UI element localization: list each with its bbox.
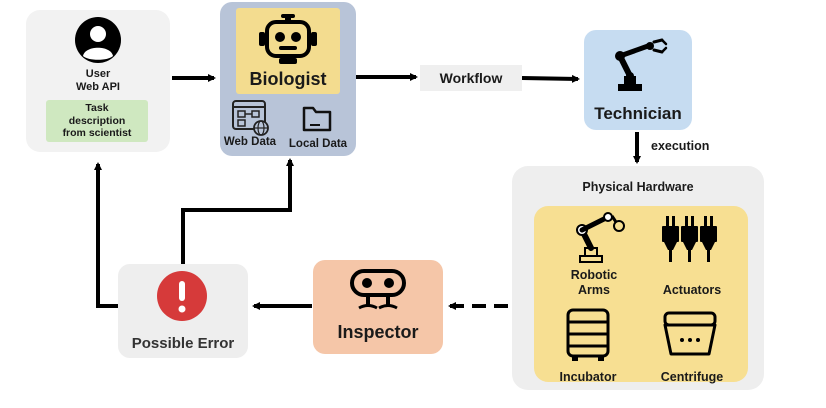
folder-icon: [302, 106, 332, 132]
robotic-arms-icon: [576, 212, 625, 263]
workflow-label: Workflow: [439, 70, 503, 86]
web-data-label: Web Data: [223, 136, 277, 148]
error-icon: [157, 271, 207, 321]
biologist-card: Biologist Web Data Local Data: [220, 2, 356, 156]
incubator-label: Incubator: [559, 370, 617, 384]
workflow-box: Workflow: [420, 65, 522, 91]
execution-label: execution: [651, 139, 710, 153]
arrow-workflow-to-technician: [521, 74, 580, 83]
arrow-error-to-user: [94, 162, 122, 308]
hardware-inner: Robotic Arms Actuators: [534, 206, 748, 384]
user-card: User Web API Task description from scien…: [26, 10, 170, 152]
technician-card: Technician: [584, 30, 692, 130]
web-data-icon: [232, 100, 269, 136]
task-description-label: Task description from scientist: [62, 102, 132, 139]
inspector-card: Inspector: [313, 260, 443, 354]
centrifuge-icon: [663, 311, 717, 356]
local-data-label: Local Data: [288, 138, 348, 150]
possible-error-title: Possible Error: [131, 335, 235, 352]
task-description-box: Task description from scientist: [46, 100, 148, 142]
biologist-title: Biologist: [249, 69, 327, 89]
hardware-title: Physical Hardware: [582, 180, 694, 194]
actuators-icon: [662, 216, 717, 262]
robotic-arms-label: Robotic Arms: [570, 268, 618, 297]
inspector-robot-icon: [350, 269, 406, 310]
user-label: User Web API: [75, 68, 120, 93]
hardware-card: Physical Hardware Robotic Arms: [512, 166, 764, 390]
actuators-label: Actuators: [662, 283, 722, 297]
inspector-title: Inspector: [337, 322, 419, 342]
robotic-arm-icon: [615, 38, 668, 91]
arrow-error-to-biologist: [181, 158, 294, 264]
robot-icon: [259, 14, 317, 64]
possible-error-card: Possible Error: [118, 264, 248, 358]
centrifuge-label: Centrifuge: [660, 370, 724, 384]
technician-title: Technician: [594, 104, 682, 123]
user-icon: [75, 17, 121, 63]
incubator-icon: [566, 308, 610, 361]
biologist-inner: Biologist: [236, 8, 340, 94]
